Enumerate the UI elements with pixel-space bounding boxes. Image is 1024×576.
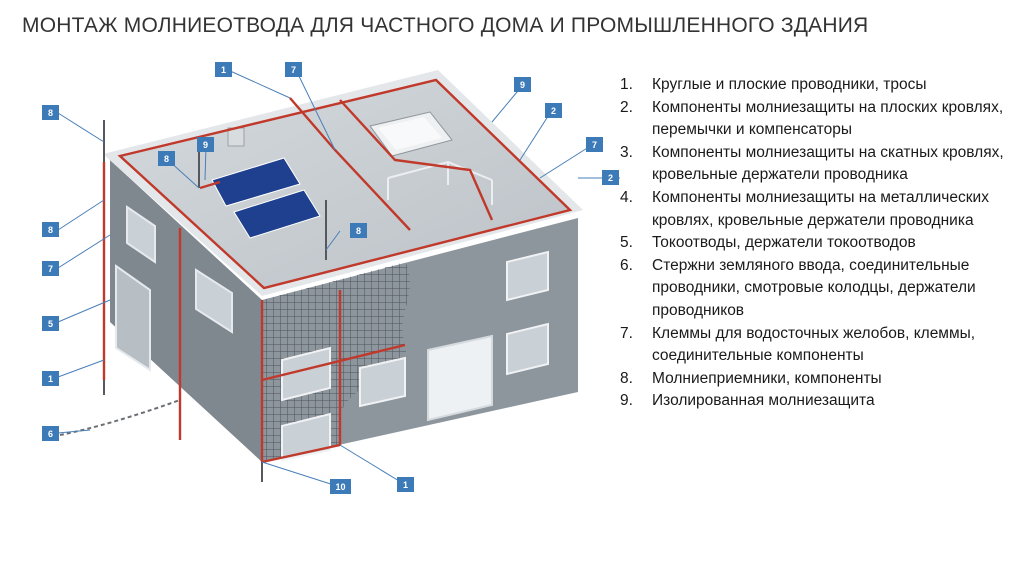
window [359,356,406,408]
callout-badge: 6 [42,426,59,441]
page-title: МОНТАЖ МОЛНИЕОТВОДА ДЛЯ ЧАСТНОГО ДОМА И … [22,14,869,37]
callout-badge: 9 [514,77,531,92]
svg-text:6: 6 [48,429,53,439]
solar-panel [233,189,321,239]
window [281,346,331,402]
legend-item: 3.Компоненты молниезащиты на скатных кро… [620,143,1004,184]
callout-badge: 7 [42,261,59,276]
component-legend: 1.Круглые и плоские проводники, тросы 2.… [620,74,1010,413]
svg-text:10: 10 [335,482,345,492]
callout-badge: 2 [602,170,619,185]
callout-badge: 8 [42,105,59,120]
svg-text:8: 8 [48,225,53,235]
legend-item: 1.Круглые и плоские проводники, тросы [620,76,927,93]
callout-badge: 10 [330,479,351,494]
window [506,322,549,376]
svg-text:1: 1 [403,480,408,490]
legend-item: 6.Стержни земляного ввода, соединительны… [620,256,976,319]
svg-text:2: 2 [551,106,556,116]
garage-door [115,264,151,372]
callout-badge: 9 [197,137,214,152]
conductor-lines [102,78,573,464]
svg-text:8: 8 [356,226,361,236]
callout-badge: 1 [397,477,414,492]
svg-text:9: 9 [203,140,208,150]
svg-text:8: 8 [164,154,169,164]
building-illustration: 8 8 7 5 1 6 1 7 8 9 8 9 2 7 2 10 1 [42,62,620,494]
svg-text:7: 7 [592,140,597,150]
roof-railing [387,160,493,205]
solar-panel [211,157,301,207]
svg-text:1: 1 [48,374,53,384]
svg-text:5: 5 [48,319,53,329]
entrance-door [427,334,493,422]
svg-text:9: 9 [520,80,525,90]
roof-structure-top [378,117,442,150]
callout-badge: 8 [42,222,59,237]
window [195,268,233,334]
ground-wire [59,399,181,436]
legend-item: 8.Молниеприемники, компоненты [620,369,882,387]
window [281,412,331,462]
callout-badge: 7 [285,62,302,77]
svg-text:7: 7 [48,264,53,274]
legend-item: 9.Изолированная молниезащита [620,392,875,410]
callout-badge: 2 [545,103,562,118]
svg-text:2: 2 [608,173,613,183]
window [506,250,549,302]
callout-badge: 1 [42,371,59,386]
svg-text:7: 7 [291,65,296,75]
callout-badge: 5 [42,316,59,331]
window [126,205,156,264]
svg-text:1: 1 [221,65,226,75]
callout-badge: 1 [215,62,232,77]
roof-vent [227,127,245,147]
callout-badge: 7 [586,137,603,152]
legend-item: 2.Компоненты молниезащиты на плоских кро… [620,98,1004,139]
legend-item: 5.Токоотводы, держатели токоотводов [620,234,916,252]
svg-text:8: 8 [48,108,53,118]
callout-badge: 8 [158,151,175,166]
legend-item: 7.Клеммы для водосточных желобов, клеммы… [620,324,976,365]
legend-item: 4.Компоненты молниезащиты на металлическ… [620,188,989,229]
callout-badge: 8 [350,223,367,238]
